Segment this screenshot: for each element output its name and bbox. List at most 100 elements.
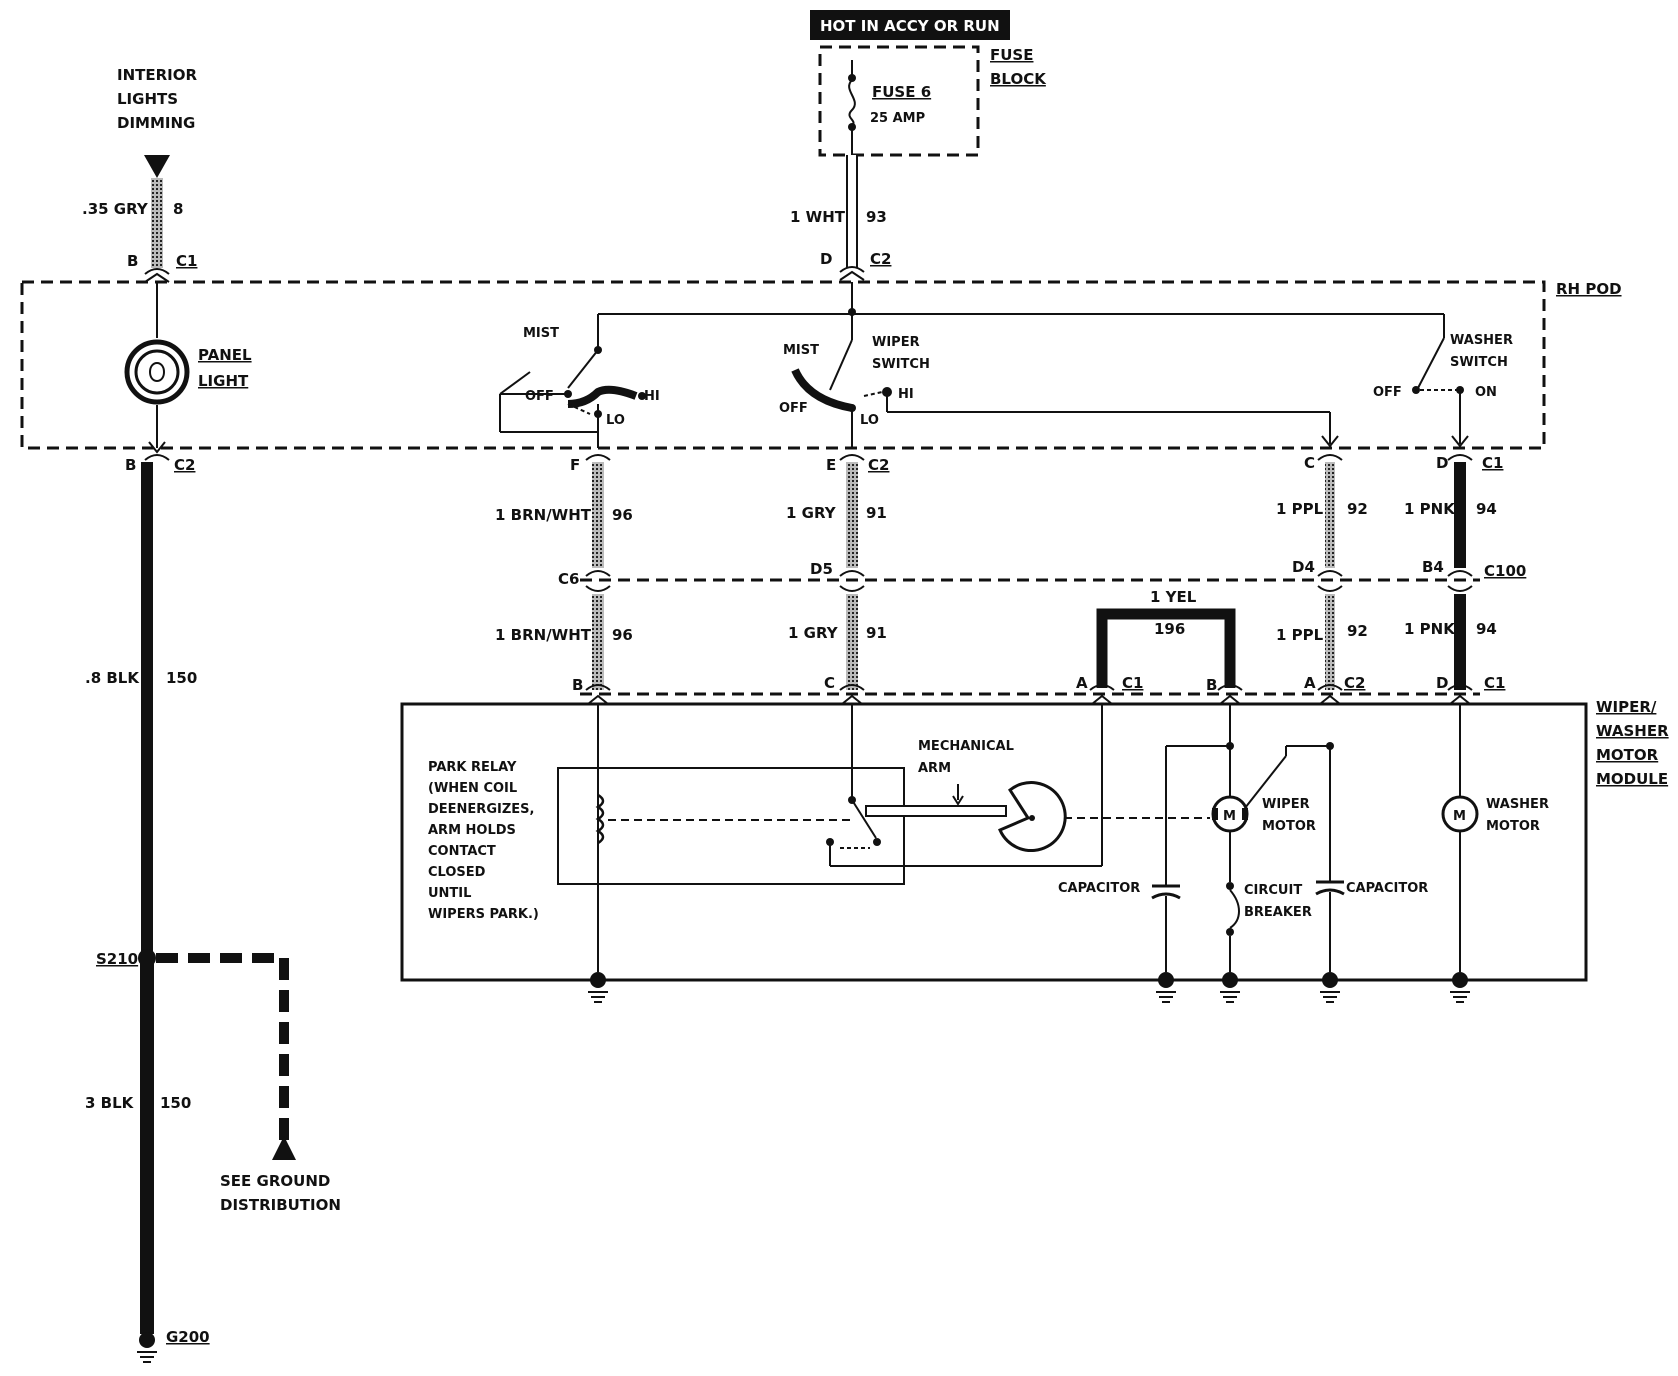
svg-text:M: M (1223, 809, 1236, 824)
wire-3-blk-num: 150 (160, 1094, 191, 1112)
hi-center-label: HI (898, 387, 914, 402)
module-pin-a2: A (1304, 674, 1316, 692)
c2-pod-pin: B (125, 456, 136, 474)
panel-light-line2: LIGHT (198, 372, 249, 390)
mist-center-label: MIST (783, 343, 819, 358)
fuse-name: FUSE 6 (872, 83, 931, 101)
c2-top-connector: C2 (870, 250, 891, 268)
wire-brn-upper-label: 1 BRN/WHT (495, 506, 592, 524)
wire-1-yel (1096, 608, 1236, 688)
washer-on-label: ON (1475, 385, 1497, 400)
wiper-switch-line2: SWITCH (872, 357, 930, 372)
wire-gry-upper-num: 91 (866, 504, 887, 522)
lo-left-label: LO (606, 413, 625, 428)
wire-gry-lower-label: 1 GRY (788, 624, 839, 642)
module-pin-c: C (824, 674, 835, 692)
pod-c2-connector: C2 (868, 456, 889, 474)
mech-arm-line1: MECHANICAL (918, 739, 1014, 754)
svg-text:ARM HOLDS: ARM HOLDS (428, 823, 516, 838)
c100-pin-c6: C6 (558, 570, 579, 588)
ground-ref-line1: SEE GROUND (220, 1172, 330, 1190)
off-left-label: OFF (525, 389, 554, 404)
park-relay-box (557, 767, 905, 885)
module-c2-connector: C2 (1344, 674, 1365, 692)
wire-3-blk-label: 3 BLK (85, 1094, 135, 1112)
ground-g200-label: G200 (166, 1328, 210, 1346)
wire-yel-num: 196 (1154, 620, 1185, 638)
module-label-line1: WIPER/ (1596, 698, 1657, 716)
panel-light-icon (124, 282, 190, 454)
module-top-connector-icons (585, 684, 1473, 705)
capacitor-left-label: CAPACITOR (1058, 881, 1140, 896)
hi-left-label: HI (644, 389, 660, 404)
module-c1a-connector: C1 (1122, 674, 1143, 692)
panel-light-line1: PANEL (198, 346, 252, 364)
wiper-motor-line1: WIPER (1262, 797, 1310, 812)
svg-text:PARK RELAY: PARK RELAY (428, 760, 517, 775)
wire-pnk-lower-label: 1 PNK (1404, 620, 1456, 638)
svg-text:UNTIL: UNTIL (428, 886, 471, 901)
mist-left-label: MIST (523, 326, 559, 341)
module-label-line3: MOTOR (1596, 746, 1659, 764)
module-pin-d: D (1436, 674, 1448, 692)
rh-pod-label: RH POD (1556, 280, 1622, 298)
washer-switch-line1: WASHER (1450, 333, 1513, 348)
c100-pin-d5: D5 (810, 560, 833, 578)
module-label-line2: WASHER (1596, 722, 1669, 740)
pod-pin-d: D (1436, 454, 1448, 472)
pod-pin-c: C (1304, 454, 1315, 472)
circuit-breaker-line1: CIRCUIT (1244, 883, 1302, 898)
wiper-switch-line1: WIPER (872, 335, 920, 350)
fuse-6-icon (848, 60, 856, 155)
ground-distribution-arrow-icon (272, 1136, 296, 1160)
pod-bottom-connector-icons (144, 454, 1473, 461)
module-label-line4: MODULE (1596, 770, 1668, 788)
wire-1-wht-label: 1 WHT (790, 208, 846, 226)
svg-text:CONTACT: CONTACT (428, 844, 496, 859)
capacitor-right-label: CAPACITOR (1346, 881, 1428, 896)
fuse-block-title-2: BLOCK (990, 70, 1047, 88)
svg-text:DEENERGIZES,: DEENERGIZES, (428, 802, 534, 817)
wiper-motor-line2: MOTOR (1262, 819, 1316, 834)
ground-g200-icon (137, 1332, 157, 1363)
c2-top-pin: D (820, 250, 832, 268)
washer-switch-line2: SWITCH (1450, 355, 1508, 370)
wire-ppl-lower-label: 1 PPL (1276, 626, 1324, 644)
wire-035-gry-label: .35 GRY (82, 200, 149, 218)
circuit-breaker-line2: BREAKER (1244, 905, 1312, 920)
wiper-switch-icon (499, 282, 1469, 448)
pod-pin-f: F (570, 456, 580, 474)
c100-connector: C100 (1484, 562, 1526, 580)
module-ground-icons (588, 972, 1470, 1003)
wire-08-blk-label: .8 BLK (85, 669, 140, 687)
washer-motor-line1: WASHER (1486, 797, 1549, 812)
ground-distribution-wire (156, 953, 289, 1140)
wire-ppl-upper-num: 92 (1347, 500, 1368, 518)
module-c1b-connector: C1 (1484, 674, 1505, 692)
washer-motor-line2: MOTOR (1486, 819, 1540, 834)
park-relay-text: PARK RELAY (WHEN COIL DEENERGIZES, ARM H… (428, 760, 539, 922)
fuse-block-title-1: FUSE (990, 46, 1033, 64)
wire-pnk-upper-label: 1 PNK (1404, 500, 1456, 518)
wire-brn-lower-num: 96 (612, 626, 633, 644)
wire-gry-upper-label: 1 GRY (786, 504, 837, 522)
washer-off-label: OFF (1373, 385, 1402, 400)
dimming-line1: INTERIOR (117, 66, 197, 84)
svg-text:(WHEN COIL: (WHEN COIL (428, 781, 517, 796)
wire-yel-label: 1 YEL (1150, 588, 1197, 606)
svg-text:WIPERS PARK.): WIPERS PARK.) (428, 907, 539, 922)
pod-pin-e: E (826, 456, 836, 474)
wire-brn-upper-num: 96 (612, 506, 633, 524)
dimming-line2: LIGHTS (117, 90, 178, 108)
rh-pod-box (20, 280, 1546, 450)
wire-1-wht-num: 93 (866, 208, 887, 226)
splice-s210-label: S210 (96, 950, 138, 968)
wiper-motor-icon: M (1165, 704, 1334, 972)
wire-ppl-upper-label: 1 PPL (1276, 500, 1324, 518)
pod-c1-connector: C1 (1482, 454, 1503, 472)
off-center-label: OFF (779, 401, 808, 416)
svg-text:M: M (1453, 809, 1466, 824)
washer-motor-icon: M (1441, 704, 1479, 972)
c100-pin-d4: D4 (1292, 558, 1315, 576)
